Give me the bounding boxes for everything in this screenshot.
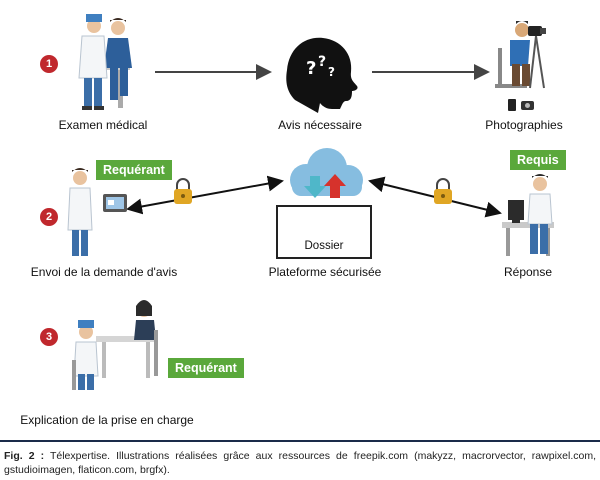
svg-text:?: ?: [318, 54, 326, 70]
label-plateforme: Plateforme sécurisée: [268, 265, 382, 279]
label-avis: Avis nécessaire: [278, 118, 362, 132]
dossier-box: Dossier: [276, 205, 372, 259]
cloud-icon: [290, 148, 363, 198]
photographer-icon: [495, 21, 546, 111]
step-badge-2: 2: [40, 208, 58, 226]
lock-icon-left: [174, 178, 192, 204]
link-arrow-requerant-platform: [126, 175, 284, 215]
head-question-icon: ? ? ?: [286, 37, 358, 113]
dossier-label: Dossier: [304, 240, 344, 252]
doctor-patient-icon: [78, 14, 132, 110]
label-envoi: Envoi de la demande d'avis: [30, 265, 178, 279]
lock-icon-right: [434, 178, 452, 204]
tag-requerant-2: Requérant: [168, 358, 244, 378]
svg-text:?: ?: [328, 65, 335, 79]
tag-requis: Requis: [510, 150, 566, 170]
requis-doctor-computer-icon: [502, 174, 554, 256]
requerant-doctor-tablet-icon: [67, 168, 127, 256]
caption-prefix: Fig. 2 :: [4, 450, 45, 462]
svg-text:?: ?: [306, 58, 316, 79]
download-arrow-icon: [304, 176, 326, 198]
consultation-table-icon: [72, 300, 158, 390]
tag-requerant-1: Requérant: [96, 160, 172, 180]
label-reponse: Réponse: [503, 265, 553, 279]
caption-rule: [0, 440, 600, 442]
caption-text: Télexpertise. Illustrations réalisées gr…: [4, 450, 596, 476]
label-explication: Explication de la prise en charge: [20, 413, 194, 427]
step-badge-3: 3: [40, 328, 58, 346]
figure-caption: Fig. 2 : Télexpertise. Illustrations réa…: [4, 449, 596, 477]
label-exam: Examen médical: [58, 118, 148, 132]
step-badge-1: 1: [40, 55, 58, 73]
label-photo: Photographies: [485, 118, 563, 132]
upload-arrow-icon: [324, 174, 346, 198]
